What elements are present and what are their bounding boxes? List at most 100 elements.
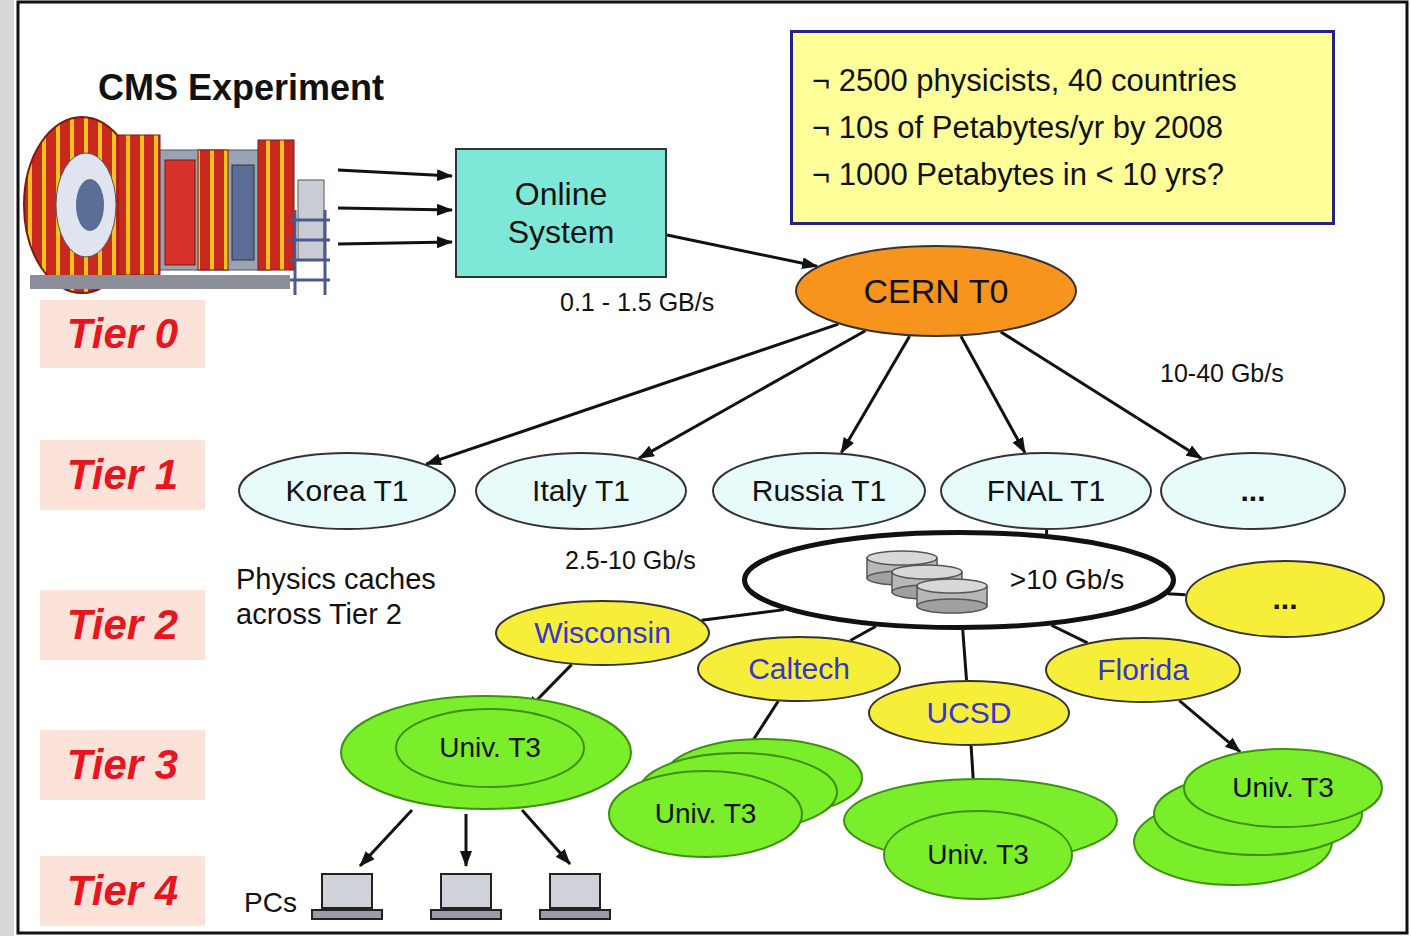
node-text: >10 Gb/s <box>1010 563 1124 597</box>
node-shape <box>843 768 1118 900</box>
online-system-box: Online System <box>455 148 667 278</box>
connector <box>841 336 909 453</box>
link-rate: 10-40 Gb/s <box>1160 358 1284 388</box>
tier1-site: Russia T1 <box>712 452 926 530</box>
box-outline <box>40 590 205 660</box>
ellipse-outline <box>1184 749 1382 827</box>
ellipse-outline <box>698 637 900 701</box>
ellipse-outline <box>1161 453 1345 529</box>
box-outline <box>792 32 1334 224</box>
node-text: ... <box>1240 473 1265 509</box>
ellipse-outline <box>239 453 455 529</box>
tier-label: Tier 1 <box>40 440 205 510</box>
tier1-site: FNAL T1 <box>940 452 1152 530</box>
node-text: ... <box>1272 581 1297 617</box>
ellipse-outline <box>341 696 631 809</box>
node-shape <box>608 728 863 860</box>
connector <box>963 630 967 680</box>
connector <box>639 331 865 459</box>
tier2-cache-ring: >10 Gb/s <box>742 530 1176 630</box>
tier2-more: ... <box>1185 560 1385 638</box>
node-shape <box>1133 740 1388 888</box>
pc-arrows <box>360 810 570 866</box>
ellipse-outline <box>713 453 925 529</box>
node-text: Tier 3 <box>67 740 178 790</box>
node-text: Korea T1 <box>286 473 409 509</box>
node-text: Italy T1 <box>532 473 630 509</box>
connector <box>1001 332 1202 459</box>
tier2-site: Wisconsin <box>495 600 710 666</box>
ellipse-outline <box>941 453 1151 529</box>
disk <box>917 599 987 613</box>
node-text: Univ. T3 <box>439 731 541 765</box>
node-text: Univ. T3 <box>1232 771 1334 805</box>
ellipse-outline <box>1046 638 1240 702</box>
tier-label: Tier 0 <box>40 300 205 368</box>
tier3-site: Univ. T3 <box>340 690 632 812</box>
box-outline <box>40 440 205 510</box>
ellipse-outline <box>869 681 1069 745</box>
connector <box>426 324 838 464</box>
tier1-site: Korea T1 <box>238 452 456 530</box>
node-text: Florida <box>1097 652 1189 688</box>
ellipse-outline <box>496 601 709 665</box>
tier1-site: Italy T1 <box>475 452 687 530</box>
ellipse-outline <box>796 246 1076 336</box>
box-outline <box>456 149 666 277</box>
frame <box>18 2 1407 933</box>
tier3-site: Univ. T3 <box>608 728 863 860</box>
ellipse-outline <box>396 709 584 787</box>
tier2-site: Caltech <box>697 636 901 702</box>
node-text: Univ. T3 <box>927 838 1029 872</box>
disk <box>892 565 962 579</box>
connector <box>850 626 876 640</box>
ellipse-outline <box>609 771 802 857</box>
node-text: Tier 2 <box>67 600 178 650</box>
note: Physics caches across Tier 2 <box>236 562 486 632</box>
disk <box>867 551 937 565</box>
ellipse-outline <box>884 811 1072 899</box>
side-strip <box>0 0 14 936</box>
connector <box>1051 625 1087 643</box>
node-text: Tier 0 <box>67 309 178 359</box>
ellipse-outline <box>745 533 1174 628</box>
connector <box>961 336 1025 452</box>
link-rate: 2.5-10 Gb/s <box>565 545 696 575</box>
node-text: Russia T1 <box>752 473 887 509</box>
tier3-site: Univ. T3 <box>843 768 1118 900</box>
detector-arrows <box>338 170 452 244</box>
summary-box: ¬ 2500 physicists, 40 countries ¬ 10s of … <box>790 30 1335 225</box>
tier2-site: UCSD <box>868 680 1070 746</box>
box-outline <box>40 730 205 800</box>
node-text: ¬ 10s of Petabytes/yr by 2008 <box>812 109 1223 146</box>
detector-drawing <box>24 117 330 295</box>
connector <box>1045 530 1048 534</box>
ellipse-outline <box>476 453 686 529</box>
node-text: FNAL T1 <box>987 473 1105 509</box>
connector <box>667 235 817 266</box>
box-outline <box>40 856 205 926</box>
box-outline <box>40 300 205 368</box>
node-text: ¬ 2500 physicists, 40 countries <box>812 62 1237 99</box>
disk-stack-icon <box>867 551 987 613</box>
link-rate: 0.1 - 1.5 GB/s <box>560 287 714 317</box>
connector <box>1167 592 1185 596</box>
connector <box>702 610 785 621</box>
node-text: ¬ 1000 Petabytes in < 10 yrs? <box>812 156 1224 193</box>
tier2-site: Florida <box>1045 637 1241 703</box>
ellipse-outline <box>1186 561 1384 637</box>
node-text: Wisconsin <box>534 615 671 651</box>
node-text: CERN T0 <box>864 271 1009 312</box>
node-text: UCSD <box>926 695 1011 731</box>
node-text: Tier 4 <box>67 866 178 916</box>
tier3-site: Univ. T3 <box>1133 740 1388 888</box>
tier0-center: CERN T0 <box>795 245 1077 337</box>
tier-label: Tier 3 <box>40 730 205 800</box>
tier1-site: ... <box>1160 452 1346 530</box>
device-label: PCs <box>244 886 297 920</box>
tier-label: Tier 4 <box>40 856 205 926</box>
node-shape <box>455 148 667 278</box>
node-text: Online System <box>481 175 641 252</box>
node-text: Univ. T3 <box>655 797 757 831</box>
node-text: Caltech <box>748 651 850 687</box>
